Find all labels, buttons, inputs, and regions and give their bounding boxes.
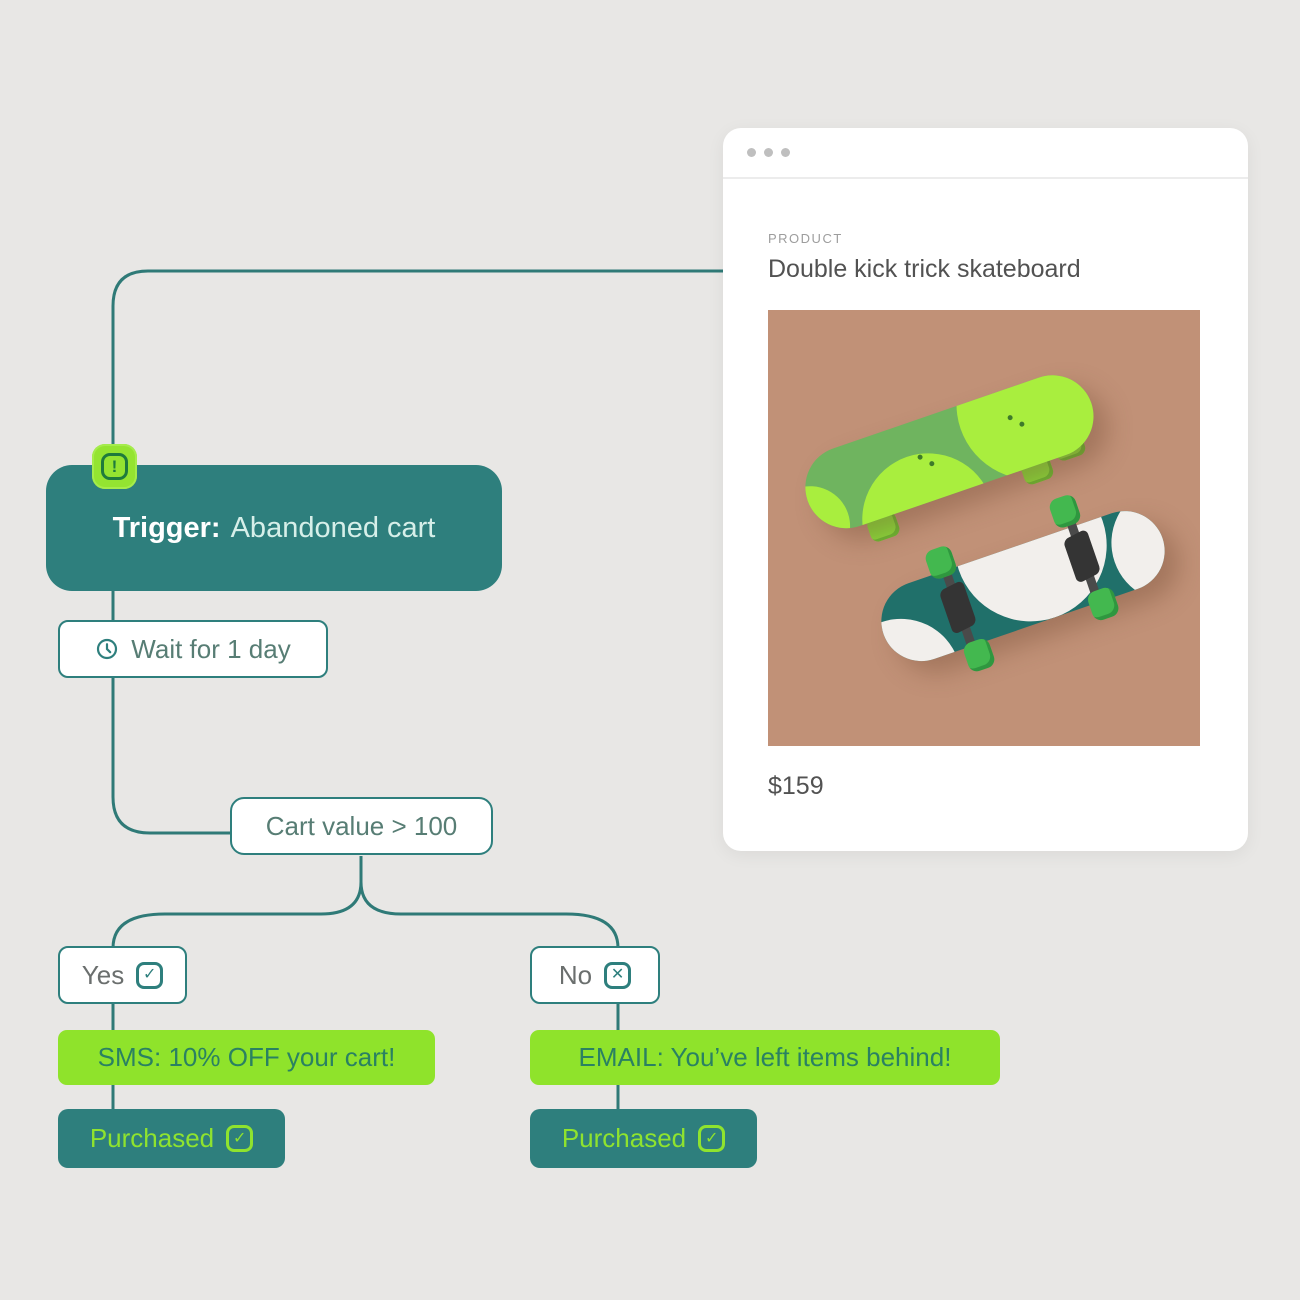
wait-label: Wait for 1 day [131, 633, 291, 664]
trigger-label-prefix: Trigger: [112, 511, 221, 544]
card-body: PRODUCT Double kick trick skateboard [723, 179, 1248, 801]
connector-branch-no [359, 856, 620, 949]
window-dot-icon [764, 148, 773, 157]
alert-badge-icon: ! [92, 444, 137, 489]
condition-node[interactable]: Cart value > 100 [230, 797, 493, 855]
sms-label: SMS: 10% OFF your cart! [97, 1042, 396, 1072]
purchased-left-label: Purchased [89, 1123, 215, 1153]
email-label: EMAIL: You’ve left items behind! [578, 1042, 952, 1072]
connector-branch-yes [111, 856, 363, 949]
product-title: Double kick trick skateboard [768, 255, 1081, 283]
purchased-right-node[interactable]: Purchased ✓ [530, 1109, 757, 1168]
condition-label: Cart value > 100 [265, 810, 458, 841]
checkbox-checked-icon: ✓ [136, 961, 164, 989]
connector-trigger-to-condition [111, 560, 232, 835]
product-eyebrow-label: PRODUCT [768, 231, 843, 246]
no-label: No [558, 959, 593, 990]
checkbox-checked-icon: ✓ [226, 1125, 254, 1152]
clock-icon [97, 638, 118, 660]
window-dot-icon [781, 148, 790, 157]
purchased-right-label: Purchased [561, 1123, 687, 1153]
window-dot-icon [747, 148, 756, 157]
trigger-label-text: Abandoned cart [230, 511, 436, 544]
checkbox-checked-icon: ✓ [698, 1125, 726, 1152]
branch-no-node[interactable]: No ✕ [530, 946, 660, 1004]
wait-node[interactable]: Wait for 1 day [58, 620, 328, 678]
x-square-icon: ✕ [604, 961, 632, 989]
sms-action-node[interactable]: SMS: 10% OFF your cart! [58, 1030, 435, 1085]
product-photo [768, 310, 1200, 746]
purchased-left-node[interactable]: Purchased ✓ [58, 1109, 285, 1168]
trigger-node[interactable]: ! Trigger: Abandoned cart [46, 444, 502, 591]
branch-yes-node[interactable]: Yes ✓ [58, 946, 187, 1004]
yes-label: Yes [81, 959, 125, 990]
browser-product-card: PRODUCT Double kick trick skateboard [723, 128, 1248, 851]
connector-trigger-to-card [111, 269, 723, 470]
exclamation-icon: ! [101, 453, 128, 480]
email-action-node[interactable]: EMAIL: You’ve left items behind! [530, 1030, 1000, 1085]
product-price: $159 [768, 772, 824, 800]
browser-topbar [723, 128, 1248, 179]
